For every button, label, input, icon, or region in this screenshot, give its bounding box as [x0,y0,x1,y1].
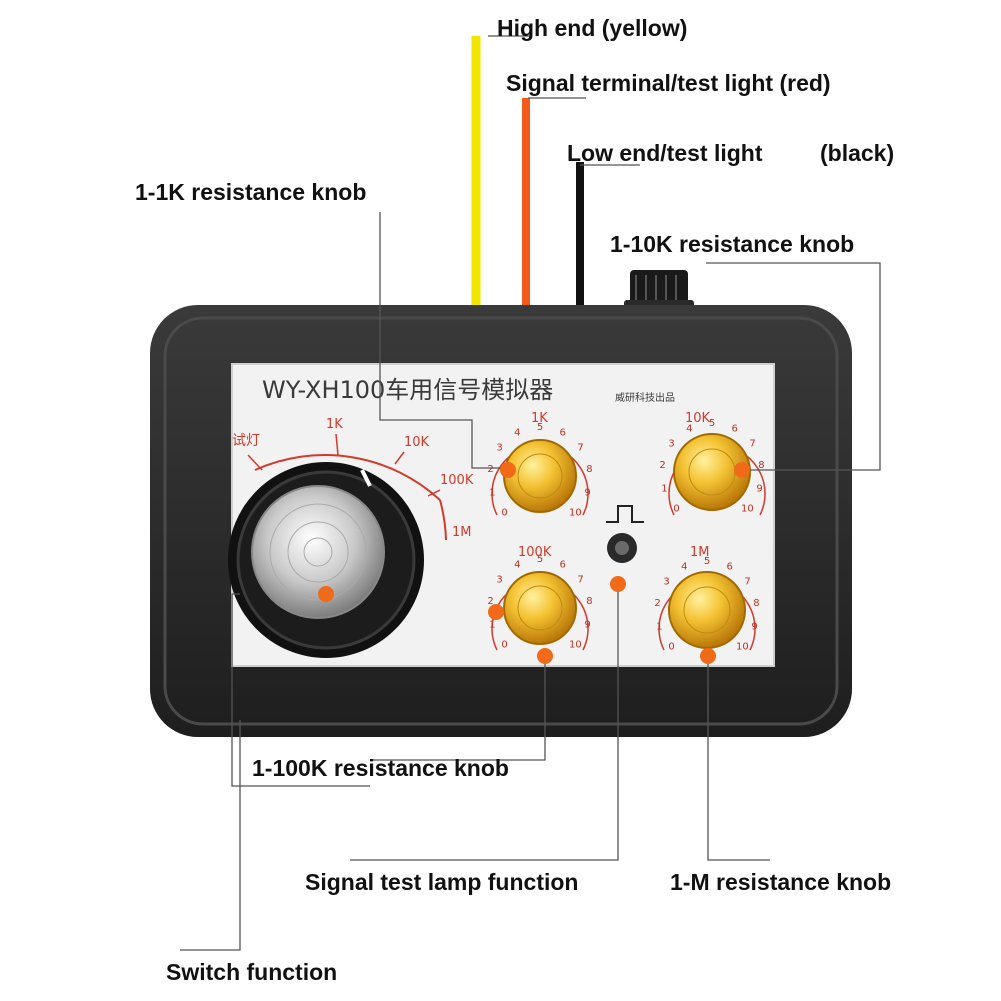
scale-digit: 0 [501,639,507,650]
scale-digit: 10 [736,641,749,652]
scale-digit: 7 [744,577,750,588]
label-low-end-note: (black) [820,140,894,166]
label-switch: Switch function [166,959,337,985]
marker-100k [488,604,504,620]
scale-digit: 7 [577,443,583,454]
scale-digit: 6 [732,423,738,434]
scale-digit: 8 [753,598,759,609]
scale-digit: 5 [537,422,543,433]
leader-lines [180,35,881,951]
signal-lamp [606,505,644,563]
device-maker: 威研科技出品 [615,391,675,404]
selector-label-1m: 1M [452,525,472,540]
label-knob-1m: 1-M resistance knob [670,869,891,895]
selector-label-test-light: 试灯 [232,433,260,449]
selector-label-100k: 100K [440,473,474,488]
scale-digit: 4 [681,561,687,572]
scale-digit: 9 [751,622,757,633]
marker-100k-bottom [537,648,553,664]
scale-digit: 2 [654,598,660,609]
scale-digit: 0 [673,503,679,514]
scale-digit: 1 [489,488,495,499]
scale-digit: 3 [496,443,502,454]
scale-digit: 9 [584,620,590,631]
marker-switch [318,586,334,602]
scale-digit: 3 [496,575,502,586]
label-signal-terminal: Signal terminal/test light (red) [506,70,831,96]
scale-digit: 3 [668,439,674,450]
scale-digit: 2 [659,460,665,471]
scale-digit: 8 [586,596,592,607]
scale-digit: 9 [584,488,590,499]
scale-digit: 1 [656,622,662,633]
knob-1m[interactable]: 1M [658,545,756,651]
scale-digit: 3 [663,577,669,588]
selector-label-10k: 10K [404,435,430,450]
scale-digit: 9 [756,484,762,495]
knob-10k[interactable]: 10K [668,411,766,516]
knob-label-1m: 1M [690,545,710,560]
knob-label-1k: 1K [531,411,548,426]
label-knob-1k: 1-1K resistance knob [135,179,366,205]
scale-digit: 2 [487,464,493,475]
scale-digit: 10 [569,507,582,518]
scale-digit: 4 [514,427,520,438]
scale-digit: 8 [586,464,592,475]
marker-1m [700,648,716,664]
scale-digit: 0 [501,507,507,518]
scale-digit: 5 [704,556,710,567]
marker-1k [500,462,516,478]
scale-digit: 4 [686,423,692,434]
scale-digit: 6 [560,427,566,438]
scale-digit: 8 [758,460,764,471]
scale-digit: 5 [537,554,543,565]
device-title: WY-XH100车用信号模拟器 [262,376,553,404]
marker-lamp [610,576,626,592]
scale-digit: 6 [727,561,733,572]
scale-digit: 7 [749,439,755,450]
scale-digit: 2 [487,596,493,607]
knob-label-10k: 10K [685,411,711,426]
scale-digit: 4 [514,559,520,570]
scale-digit: 10 [741,503,754,514]
knob-label-100k: 100K [518,545,552,560]
scale-digit: 7 [577,575,583,586]
marker-10k [734,462,750,478]
selector-label-1k: 1K [326,417,343,432]
label-signal-lamp: Signal test lamp function [305,869,578,895]
label-knob-10k: 1-10K resistance knob [610,231,854,257]
label-knob-100k: 1-100K resistance knob [252,755,509,781]
knob-100k[interactable]: 100K [491,545,589,651]
scale-digit: 1 [661,484,667,495]
scale-digit: 5 [709,418,715,429]
label-low-end: Low end/test light [567,140,763,166]
scale-digit: 6 [560,559,566,570]
switch-knob[interactable] [228,462,424,658]
selector-arc [254,454,441,501]
scale-digit: 1 [489,620,495,631]
scale-digit: 0 [668,641,674,652]
scale-digit: 10 [569,639,582,650]
label-high-end: High end (yellow) [497,15,687,41]
